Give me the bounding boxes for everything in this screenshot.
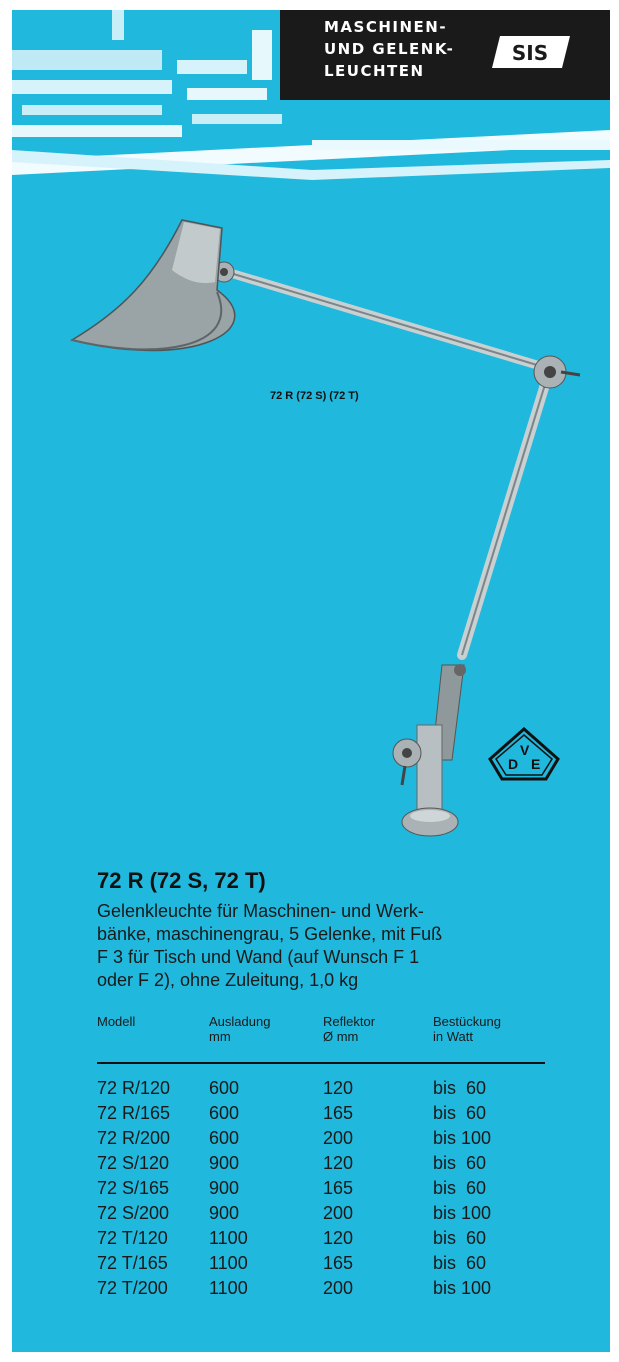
cell-reach: 900: [209, 1203, 240, 1223]
cell-reflector: 165: [323, 1178, 354, 1198]
cell-wattage: bis 100: [433, 1278, 492, 1298]
cell-wattage: bis 60: [433, 1228, 487, 1248]
cell-reach: 900: [209, 1178, 240, 1198]
cell-model: 72 R/120: [97, 1078, 171, 1098]
cell-wattage: bis 60: [433, 1078, 487, 1098]
model-table: Modell Ausladung mm Reflektor Ø mm Bestü…: [97, 1014, 547, 1298]
cell-reach: 1100: [209, 1278, 248, 1298]
cell-reflector: 120: [323, 1078, 354, 1098]
cell-reflector: 200: [323, 1128, 354, 1148]
cell-reflector: 120: [323, 1153, 354, 1173]
cell-reach: 600: [209, 1078, 240, 1098]
catalog-page: MASCHINEN- UND GELENK- LEUCHTEN SIS: [12, 10, 610, 1352]
badge-line-3: LEUCHTEN: [324, 62, 425, 80]
header-wattage: Bestückung in Watt: [433, 1014, 501, 1044]
badge-line-2: UND GELENK-: [324, 40, 455, 58]
table-row: 72 R/165 600 165 bis 60: [97, 1103, 547, 1128]
vde-mark-icon: D V E: [488, 726, 560, 781]
cell-reach: 900: [209, 1153, 240, 1173]
cell-model: 72 T/120: [97, 1228, 168, 1248]
header-reach-label: Ausladung: [209, 1014, 271, 1029]
cell-model: 72 S/120: [97, 1153, 170, 1173]
vde-letter-d: D: [508, 756, 518, 772]
cell-reflector: 120: [323, 1228, 354, 1248]
cell-reach: 600: [209, 1128, 240, 1148]
cell-reflector: 165: [323, 1253, 354, 1273]
cell-model: 72 S/165: [97, 1178, 170, 1198]
header-wattage-label: Bestückung: [433, 1014, 501, 1029]
description-line-3: F 3 für Tisch und Wand (auf Wunsch F 1: [97, 947, 420, 967]
lamp-illustration: [70, 219, 581, 837]
description-line-4: oder F 2), ohne Zuleitung, 1,0 kg: [97, 970, 359, 990]
product-title: 72 R (72 S, 72 T): [97, 868, 266, 893]
cell-reach: 1100: [209, 1228, 248, 1248]
cell-reflector: 200: [323, 1203, 354, 1223]
cell-wattage: bis 60: [433, 1253, 487, 1273]
table-row: 72 R/120 600 120 bis 60: [97, 1078, 547, 1103]
cell-reflector: 200: [323, 1278, 354, 1298]
description-line-2: bänke, maschinengrau, 5 Gelenke, mit Fuß: [97, 924, 443, 944]
header-reach-unit: mm: [209, 1029, 231, 1044]
cell-reach: 600: [209, 1103, 240, 1123]
cell-wattage: bis 100: [433, 1128, 492, 1148]
product-description: Gelenkleuchte für Maschinen- und Werk- b…: [97, 900, 567, 992]
header-wattage-unit: in Watt: [433, 1029, 473, 1044]
header-reflector-unit: Ø mm: [323, 1029, 359, 1044]
vde-letter-v: V: [520, 742, 530, 758]
header-model-label: Modell: [97, 1014, 136, 1029]
table-row: 72 S/120 900 120 bis 60: [97, 1153, 547, 1178]
description-line-1: Gelenkleuchte für Maschinen- und Werk-: [97, 901, 424, 921]
header-reach: Ausladung mm: [209, 1014, 270, 1044]
table-header: Modell Ausladung mm Reflektor Ø mm Bestü…: [97, 1014, 547, 1052]
table-row: 72 R/200 600 200 bis 100: [97, 1128, 547, 1153]
brand-logo: SIS: [492, 36, 570, 68]
lamp-caption: 72 R (72 S) (72 T): [270, 390, 359, 402]
table-row: 72 S/165 900 165 bis 60: [97, 1178, 547, 1203]
cell-model: 72 S/200: [97, 1203, 170, 1223]
cell-model: 72 T/165: [97, 1253, 168, 1273]
cell-reach: 1100: [209, 1253, 248, 1273]
table-row: 72 S/200 900 200 bis 100: [97, 1203, 547, 1228]
header-reflector-label: Reflektor: [323, 1014, 376, 1029]
cell-model: 72 R/200: [97, 1128, 171, 1148]
vde-letter-e: E: [531, 756, 540, 772]
badge-text: MASCHINEN- UND GELENK- LEUCHTEN: [324, 16, 454, 82]
cell-wattage: bis 60: [433, 1178, 487, 1198]
table-row: 72 T/165 1100 165 bis 60: [97, 1253, 547, 1278]
cell-reflector: 165: [323, 1103, 354, 1123]
badge-line-1: MASCHINEN-: [324, 18, 448, 36]
cell-model: 72 R/165: [97, 1103, 171, 1123]
cell-model: 72 T/200: [97, 1278, 168, 1298]
cell-wattage: bis 60: [433, 1153, 487, 1173]
table-row: 72 T/120 1100 120 bis 60: [97, 1228, 547, 1253]
table-row: 72 T/200 1100 200 bis 100: [97, 1278, 547, 1303]
category-badge: MASCHINEN- UND GELENK- LEUCHTEN SIS: [280, 10, 610, 100]
table-body: 72 R/120 600 120 bis 60 72 R/165 600 165 bis 60…: [97, 1078, 547, 1303]
header-model: Modell: [97, 1014, 135, 1029]
header-reflector: Reflektor Ø mm: [323, 1014, 375, 1044]
table-header-rule: [97, 1062, 545, 1064]
cell-wattage: bis 100: [433, 1203, 492, 1223]
brand-logo-text: SIS: [512, 41, 548, 65]
cell-wattage: bis 60: [433, 1103, 487, 1123]
